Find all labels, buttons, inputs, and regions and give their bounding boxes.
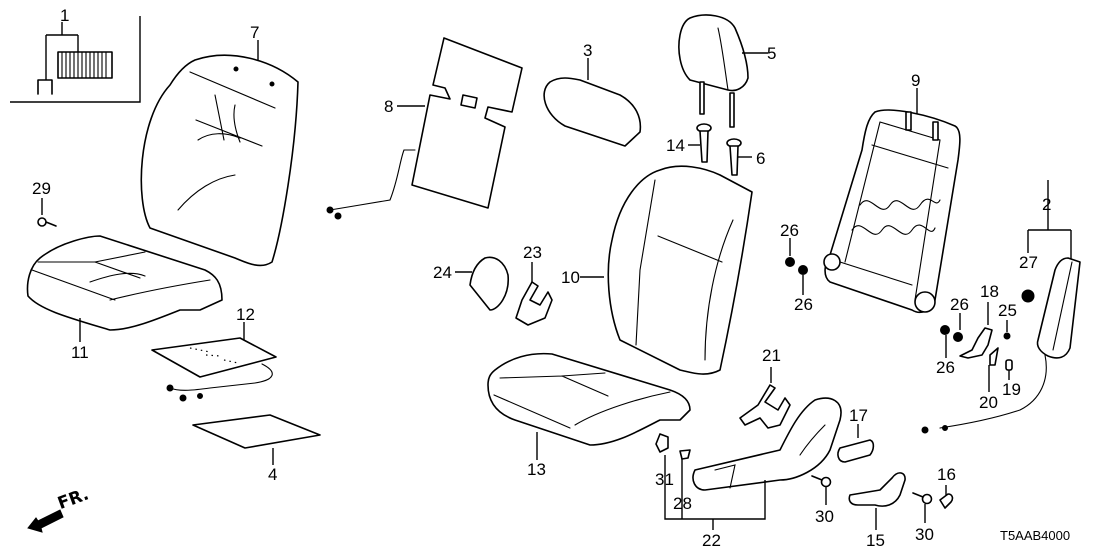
callout-26-a[interactable]: 26 <box>780 221 799 240</box>
callout-11[interactable]: 11 <box>71 343 89 362</box>
seat-side-cover <box>664 397 842 530</box>
callout-31[interactable]: 31 <box>655 470 674 489</box>
screw-30a <box>811 475 832 505</box>
callout-8[interactable]: 8 <box>384 97 394 116</box>
callout-9[interactable]: 9 <box>911 71 921 90</box>
callout-13[interactable]: 13 <box>527 460 546 479</box>
seat-cushion-sheet <box>192 414 321 465</box>
callout-23[interactable]: 23 <box>523 243 542 262</box>
inner-cover-24 <box>455 256 509 311</box>
seat-cushion-heater <box>151 322 277 402</box>
headrest <box>678 14 768 128</box>
recline-knob-lever-15 <box>848 472 906 530</box>
clip-19 <box>1005 359 1013 380</box>
height-lever-knob-17 <box>837 424 875 463</box>
callout-2[interactable]: 2 <box>1042 195 1052 214</box>
seat-cushion-cover <box>26 235 223 342</box>
callout-24[interactable]: 24 <box>433 263 452 282</box>
front-direction-arrow-icon <box>27 509 64 533</box>
spring-20 <box>988 347 999 392</box>
callout-1[interactable]: 1 <box>60 6 70 25</box>
callout-29[interactable]: 29 <box>32 179 51 198</box>
callout-21[interactable]: 21 <box>762 346 781 365</box>
callout-30-a[interactable]: 30 <box>815 507 834 526</box>
clip-31 <box>655 433 669 453</box>
seat-cushion-pad <box>487 352 691 460</box>
callout-16[interactable]: 16 <box>937 465 956 484</box>
staple-kit-inset <box>10 16 141 103</box>
callout-26-b[interactable]: 26 <box>794 295 813 314</box>
cap-16 <box>939 485 954 509</box>
side-airbag <box>921 180 1081 434</box>
callout-26-c[interactable]: 26 <box>950 295 969 314</box>
callout-15[interactable]: 15 <box>866 531 885 550</box>
callout-10[interactable]: 10 <box>561 268 580 287</box>
callout-7[interactable]: 7 <box>250 23 260 42</box>
seat-back-heater <box>326 37 523 220</box>
callout-18[interactable]: 18 <box>980 282 999 301</box>
screw-29 <box>37 198 57 227</box>
callout-4[interactable]: 4 <box>268 465 278 484</box>
callout-3[interactable]: 3 <box>583 41 593 60</box>
callout-19[interactable]: 19 <box>1002 380 1021 399</box>
screw-30b <box>912 492 933 523</box>
seat-back-cover <box>140 40 299 267</box>
callout-27[interactable]: 27 <box>1019 253 1038 272</box>
bracket-18 <box>959 302 993 359</box>
seat-back-upper-pad <box>543 58 642 147</box>
diagram-code: T5AAB4000 <box>1000 528 1071 543</box>
clip-28 <box>679 449 691 460</box>
headrest-guide-6 <box>726 138 752 176</box>
callout-17[interactable]: 17 <box>849 406 868 425</box>
callout-14[interactable]: 14 <box>666 136 685 155</box>
callout-12[interactable]: 12 <box>236 305 255 324</box>
clip-25 <box>1003 320 1011 340</box>
callout-5[interactable]: 5 <box>767 44 777 63</box>
callout-22[interactable]: 22 <box>702 531 721 550</box>
seat-cushion-bracket-21 <box>739 367 791 429</box>
callout-26-d[interactable]: 26 <box>936 358 955 377</box>
callout-25[interactable]: 25 <box>998 301 1017 320</box>
nut-26-group <box>785 238 963 358</box>
callout-20[interactable]: 20 <box>979 393 998 412</box>
seat-back-frame <box>823 88 961 314</box>
seat-back-pad <box>580 165 753 375</box>
callout-30-b[interactable]: 30 <box>915 525 934 544</box>
callout-28[interactable]: 28 <box>673 494 692 513</box>
callout-6[interactable]: 6 <box>756 149 766 168</box>
recline-bracket-23 <box>515 262 553 326</box>
headrest-guide-14 <box>688 123 712 163</box>
